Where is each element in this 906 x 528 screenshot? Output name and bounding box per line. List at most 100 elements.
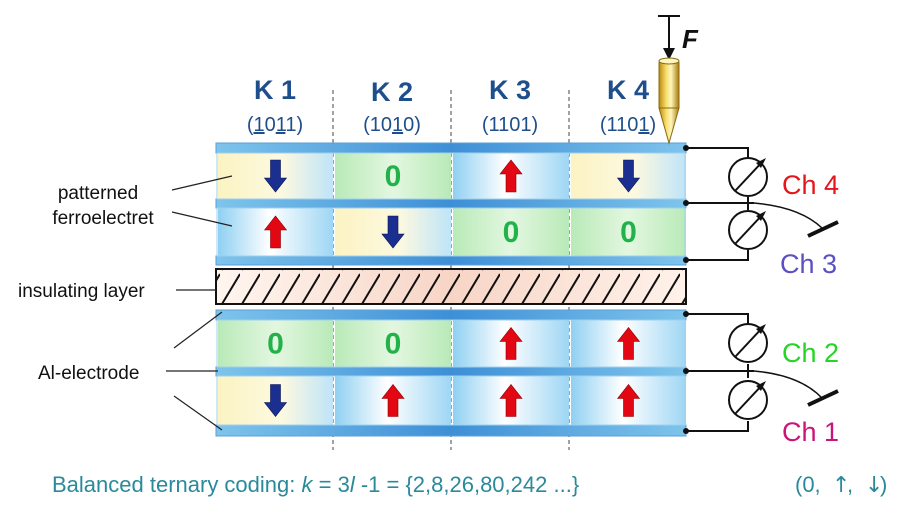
meter-ch4 — [728, 157, 768, 197]
zero-symbol: 0 — [620, 216, 637, 249]
force-probe: F — [658, 15, 699, 145]
left-labels: patterned ferroelectret insulating layer… — [18, 175, 233, 431]
code-char: ) — [532, 114, 539, 136]
tuple-glyph-2: ↓ — [865, 473, 883, 498]
code-char: 0 — [509, 114, 520, 136]
ferroelectret-cells: 0 0 0 0 0 — [216, 152, 686, 426]
column-title-k4: K 4 — [607, 75, 649, 105]
tuple-glyph-1: ↑ — [832, 473, 850, 498]
code-char: ) — [414, 114, 421, 136]
electrode-3 — [215, 255, 687, 266]
code-char: 1 — [285, 114, 296, 136]
polarization-down-arrow — [381, 215, 405, 249]
column-codes: (1011)(1010)(1101)(1101) — [247, 114, 656, 136]
code-char: 1 — [253, 114, 264, 136]
column-title-k1: K 1 — [254, 75, 296, 105]
label-ferroelectret: ferroelectret — [52, 208, 154, 229]
channel-label-ch1: Ch 1 — [782, 417, 839, 447]
column-code-k3: (1101) — [482, 114, 538, 136]
zero-symbol: 0 — [385, 160, 402, 193]
tuple-open: (0, — [795, 472, 821, 497]
code-char: ) — [297, 114, 304, 136]
code-char: ( — [363, 114, 370, 136]
polarization-down-arrow — [263, 384, 288, 417]
channel-label-ch3: Ch 3 — [780, 249, 837, 279]
code-char: 1 — [638, 114, 649, 136]
code-char: 1 — [498, 114, 509, 136]
polarization-down-arrow — [263, 159, 288, 193]
polarization-up-arrow — [499, 327, 523, 360]
tuple-close: ) — [880, 472, 887, 497]
wire-nodes — [683, 145, 689, 434]
code-char: ( — [600, 114, 607, 136]
electrode-2 — [215, 198, 687, 209]
force-label: F — [682, 24, 699, 54]
polarization-up-arrow — [616, 327, 641, 360]
probe-tip — [658, 107, 680, 145]
caption-l: l — [350, 472, 356, 497]
caption-prefix: Balanced ternary coding: — [52, 472, 302, 497]
polarization-up-arrow — [381, 384, 405, 417]
code-char: 1 — [488, 114, 499, 136]
code-char: 1 — [276, 114, 287, 136]
meter-ch2 — [728, 323, 768, 363]
column-title-k2: K 2 — [371, 77, 413, 107]
code-char: ) — [650, 114, 657, 136]
electrode-5 — [215, 366, 687, 377]
code-char: ( — [247, 114, 254, 136]
code-char: 0 — [381, 114, 392, 136]
electrode-1 — [215, 142, 687, 154]
column-code-k2: (1010) — [363, 114, 421, 136]
wiring — [686, 147, 754, 432]
column-headers: K 1 K 2 K 3 K 4 (1011)(1010)(1101)(1101) — [247, 75, 656, 136]
polarization-up-arrow — [499, 159, 523, 193]
meter-ch3 — [728, 210, 768, 250]
code-char: 1 — [392, 114, 403, 136]
meter-ch1 — [728, 380, 768, 420]
ferroelectret-row-outline — [216, 207, 686, 257]
code-char: 0 — [627, 114, 638, 136]
zero-symbol: 0 — [503, 216, 520, 249]
polarization-up-arrow — [616, 384, 641, 417]
cell-r2-c3 — [453, 208, 569, 256]
column-code-k1: (1011) — [247, 114, 303, 136]
caption-tuple: (0, ↑ , ↓ ) — [795, 472, 887, 498]
cell-r1-c2 — [335, 153, 451, 199]
column-code-k4: (1101) — [600, 114, 656, 136]
code-char: 0 — [403, 114, 414, 136]
code-char: 1 — [520, 114, 531, 136]
code-char: ( — [482, 114, 489, 136]
caption-eq2: -1 = {2,8,26,80,242 ...} — [355, 472, 579, 497]
insulating-hatch — [217, 270, 685, 303]
electrode-4 — [215, 309, 687, 321]
channel-label-ch4: Ch 4 — [782, 170, 839, 200]
column-title-k3: K 3 — [489, 75, 531, 105]
cell-r3-c2 — [335, 320, 451, 367]
tuple-sep: , — [847, 472, 853, 497]
electrode-6 — [215, 424, 687, 437]
label-electrode: Al-electrode — [38, 363, 139, 384]
channel-label-ch2: Ch 2 — [782, 338, 839, 368]
zero-symbol: 0 — [267, 328, 284, 361]
code-char: 0 — [265, 114, 276, 136]
channel-labels: Ch 4 Ch 3 Ch 2 Ch 1 — [780, 170, 839, 447]
ferroelectret-row-outline — [216, 152, 686, 200]
ground-leads — [753, 202, 839, 407]
polarization-up-arrow — [499, 384, 523, 417]
code-char: 1 — [370, 114, 381, 136]
label-patterned: patterned — [58, 183, 138, 204]
cell-r2-c4 — [571, 208, 686, 256]
polarization-down-arrow — [616, 159, 641, 193]
probe-body — [658, 59, 680, 111]
polarization-up-arrow — [263, 215, 288, 249]
caption-eq1: = 3 — [313, 472, 350, 497]
force-arrow-head — [663, 48, 675, 60]
zero-symbol: 0 — [385, 328, 402, 361]
cell-r3-c1 — [218, 320, 333, 367]
label-insulating: insulating layer — [18, 281, 145, 302]
caption-k: k — [302, 472, 314, 497]
code-char: 1 — [606, 114, 617, 136]
ferroelectret-row-outline — [216, 375, 686, 426]
caption: Balanced ternary coding: k = 3l -1 = {2,… — [52, 472, 579, 497]
